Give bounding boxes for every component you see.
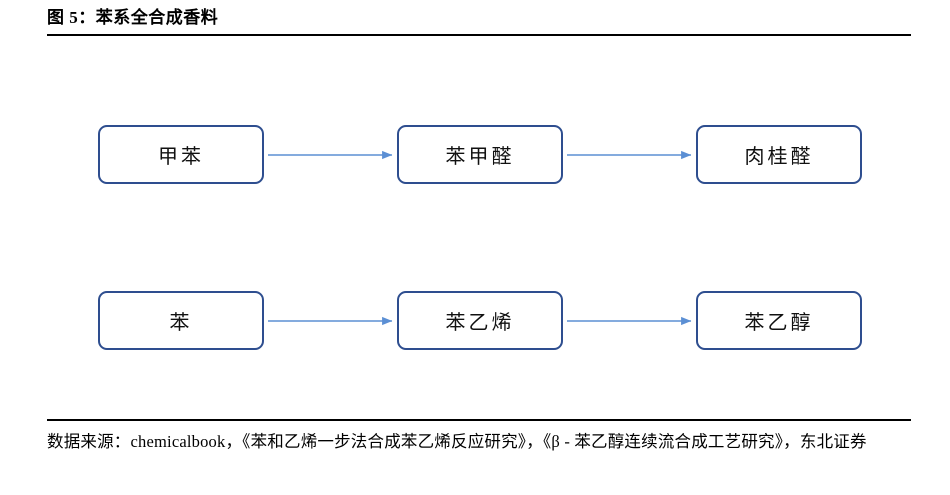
footer-divider [47,419,911,421]
flow-node-toluene: 甲苯 [98,125,264,184]
flow-node-styrene: 苯乙烯 [397,291,563,350]
source-note: 数据来源：chemicalbook，《苯和乙烯一步法合成苯乙烯反应研究》，《β … [47,432,867,451]
flow-node-benzene: 苯 [98,291,264,350]
title-divider [47,34,911,36]
flow-node-benzaldehyde: 苯甲醛 [397,125,563,184]
flow-node-cinnamaldehyde: 肉桂醛 [696,125,862,184]
page-title: 图 5：苯系全合成香料 [47,8,219,27]
flow-node-phenethyl-alcohol: 苯乙醇 [696,291,862,350]
